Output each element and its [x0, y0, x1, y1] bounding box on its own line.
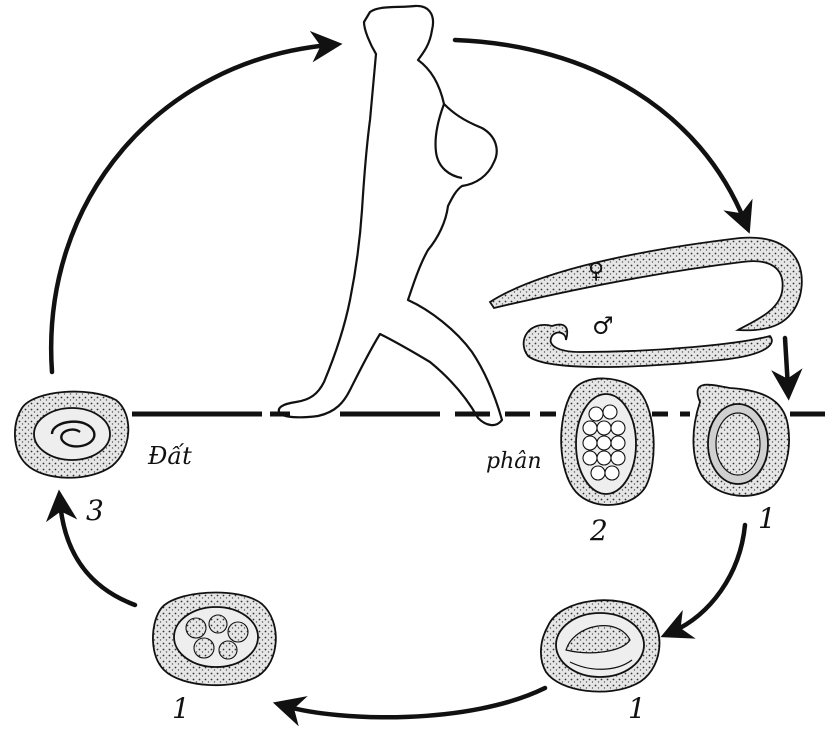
speckled-egg-icon-bottom-right: [541, 600, 660, 691]
speckled-egg-icon-bottom-left: [153, 593, 276, 686]
speckled-egg-icon-larva: [15, 392, 128, 478]
male-worm: [524, 325, 772, 367]
arrow-soil-to-human: [51, 45, 330, 372]
female-symbol: ♀: [588, 259, 604, 284]
arrow-worms-to-egg: [785, 338, 788, 388]
stage-number-bottom-right: 1: [628, 692, 646, 725]
stage-number-bottom-left: 1: [172, 692, 190, 725]
stage-number-segmented: 2: [589, 514, 608, 547]
arrow-human-to-worms: [455, 40, 745, 222]
arrow-egg-to-bottom-right: [672, 525, 745, 632]
male-symbol: ♂: [592, 312, 614, 340]
roundworm-pair-icon: ♀ ♂: [490, 238, 802, 367]
walking-person-silhouette-icon: [279, 6, 502, 425]
feces-label: phân: [486, 449, 542, 474]
soil-label: Đất: [147, 442, 192, 470]
speckled-egg-icon-laid: [693, 385, 789, 496]
arrow-bottom-right-to-bottom-left: [285, 688, 545, 717]
stage-number-laid: 1: [758, 502, 776, 535]
stage-number-larva: 3: [86, 494, 104, 527]
female-worm: [490, 238, 802, 331]
speckled-egg-icon-segmented: [561, 378, 654, 505]
